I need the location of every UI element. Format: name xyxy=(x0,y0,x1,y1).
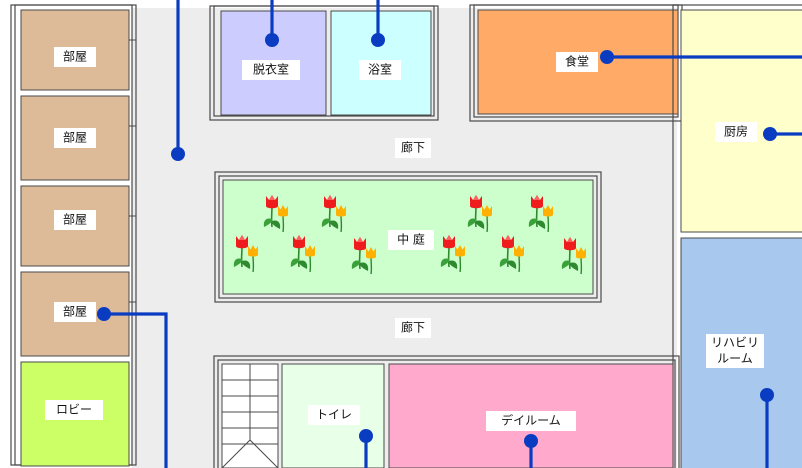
marker-dot-bath[interactable] xyxy=(371,33,385,47)
marker-dot-dining[interactable] xyxy=(600,50,614,64)
courtyard-label: 中 庭 xyxy=(397,232,425,247)
marker-dot-toilet[interactable] xyxy=(359,429,373,443)
toilet-label: トイレ xyxy=(316,408,352,422)
bottom-block xyxy=(213,355,680,468)
dining-label: 食堂 xyxy=(565,54,589,69)
kitchen-label: 厨房 xyxy=(724,124,748,139)
marker-dot-corridor[interactable] xyxy=(171,147,185,161)
marker-dot-dressing[interactable] xyxy=(265,33,279,47)
marker-dots xyxy=(97,33,777,448)
room-3-label: 部屋 xyxy=(63,212,87,227)
dressing-label: 脱衣室 xyxy=(253,62,289,77)
dayroom-label: デイルーム xyxy=(501,413,561,428)
rehab-label-line1: リハビリ xyxy=(711,336,759,350)
room-4-label: 部屋 xyxy=(63,304,87,319)
marker-dot-dayroom[interactable] xyxy=(524,434,538,448)
kitchen[interactable] xyxy=(680,9,802,233)
labels: 部屋 部屋 部屋 部屋 ロビー 脱衣室 浴室 食堂 厨房 リハビリ ルーム トイ… xyxy=(45,47,764,431)
right-wing xyxy=(672,4,802,468)
corridor-lower-label: 廊下 xyxy=(401,320,425,335)
room-1-label: 部屋 xyxy=(63,49,87,64)
left-wing xyxy=(10,4,137,467)
marker-dot-room4[interactable] xyxy=(97,307,111,321)
bath-label: 浴室 xyxy=(368,62,392,77)
corridor-floor-left xyxy=(132,8,220,363)
rehab-label-line2: ルーム xyxy=(717,352,753,366)
marker-lines xyxy=(104,0,802,468)
marker-dot-kitchen[interactable] xyxy=(763,127,777,141)
marker-dot-rehab[interactable] xyxy=(760,388,774,402)
corridor-upper-label: 廊下 xyxy=(401,140,425,155)
room-2-label: 部屋 xyxy=(63,130,87,145)
staircase xyxy=(221,363,279,468)
lobby-label: ロビー xyxy=(56,403,92,417)
